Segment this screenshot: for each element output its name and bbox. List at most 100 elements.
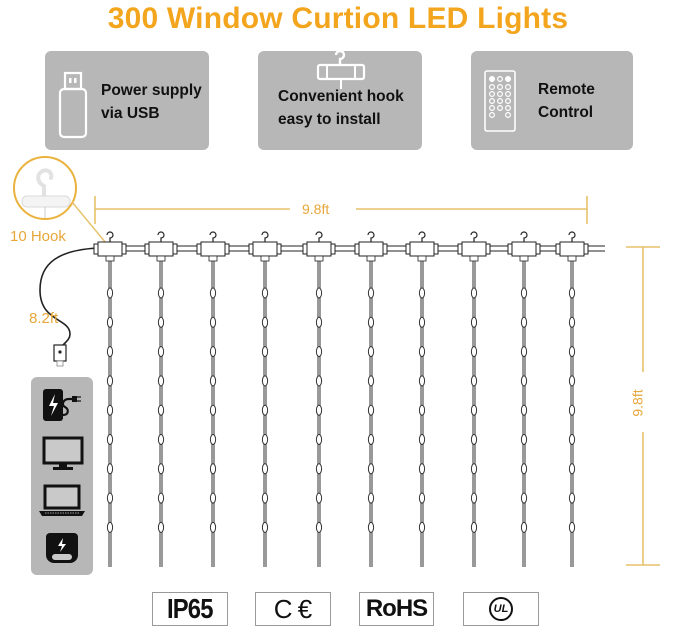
led-bulb	[261, 346, 269, 358]
light-strand	[196, 231, 230, 567]
led-bulb	[209, 434, 217, 445]
feature-usb-power: Power supply via USB	[45, 51, 209, 150]
led-bulb	[209, 492, 217, 504]
led-bulb	[261, 492, 269, 504]
led-bulb	[157, 434, 165, 445]
usb-cable	[39, 247, 99, 353]
led-bulb	[209, 287, 217, 299]
led-bulb	[209, 521, 217, 533]
led-bulb	[315, 316, 323, 328]
led-bulb	[106, 346, 114, 358]
product-title: 300 Window Curtion LED Lights	[107, 2, 569, 35]
led-bulb	[315, 287, 323, 299]
feature-remote-label: Remote Control	[538, 81, 595, 121]
cert-ip65: IP65	[152, 592, 228, 626]
led-bulb	[470, 463, 478, 475]
led-bulb	[470, 434, 478, 445]
hook-icon	[261, 231, 269, 242]
hook-icon	[470, 231, 478, 242]
hook-icon	[520, 231, 528, 242]
led-bulb	[157, 316, 165, 328]
led-bulb	[367, 492, 375, 504]
width-dimension-line	[94, 196, 588, 224]
ul-logo-icon: UL	[489, 597, 513, 621]
led-bulb	[418, 404, 426, 416]
led-bulb	[106, 375, 114, 387]
led-bulb	[520, 346, 528, 358]
led-bulb	[470, 287, 478, 299]
led-bulb	[209, 346, 217, 358]
led-bulb	[106, 316, 114, 328]
led-bulb	[568, 463, 576, 475]
feature-hook-label: Convenient hook easy to install	[278, 88, 404, 128]
light-strand	[144, 231, 178, 567]
led-bulb	[261, 404, 269, 416]
led-bulb	[520, 434, 528, 445]
light-strand	[248, 231, 282, 567]
hook-icon	[157, 231, 165, 242]
led-bulb	[568, 287, 576, 299]
led-bulb	[261, 463, 269, 475]
led-bulb	[568, 492, 576, 504]
light-strand	[457, 231, 491, 567]
led-bulb	[261, 521, 269, 533]
led-bulb	[520, 287, 528, 299]
power-adapter-icon	[43, 389, 81, 421]
led-bulb	[367, 316, 375, 328]
light-strand	[555, 231, 589, 567]
led-bulb	[520, 404, 528, 416]
led-bulb	[470, 375, 478, 387]
led-bulb	[568, 404, 576, 416]
hook-icon	[315, 231, 323, 242]
light-strand	[507, 231, 541, 567]
feature-usb-label: Power supply via USB	[101, 82, 202, 122]
height-label: 9.8ft	[629, 389, 646, 417]
led-bulb	[520, 463, 528, 475]
led-bulb	[568, 375, 576, 387]
cert-ul: UL	[463, 592, 539, 626]
led-bulb	[367, 375, 375, 387]
led-bulb	[520, 316, 528, 328]
hook-icon	[418, 231, 426, 242]
led-bulb	[367, 287, 375, 299]
led-bulb	[315, 434, 323, 445]
led-bulb	[209, 375, 217, 387]
led-bulb	[315, 463, 323, 475]
led-bulb	[157, 492, 165, 504]
light-strand	[302, 231, 336, 567]
led-bulb	[470, 521, 478, 533]
usb-drive-icon	[58, 71, 88, 139]
led-bulb	[315, 375, 323, 387]
power-bank-icon	[46, 533, 78, 563]
hook-callout	[13, 156, 107, 244]
led-bulb	[106, 463, 114, 475]
led-bulb	[520, 375, 528, 387]
usb-plug	[53, 344, 67, 367]
cert-ce: C €	[255, 592, 331, 626]
led-bulb	[315, 404, 323, 416]
light-strand	[405, 231, 439, 567]
led-bulb	[315, 492, 323, 504]
led-bulb	[106, 434, 114, 445]
led-bulb	[209, 463, 217, 475]
feature-remote: Remote Control	[471, 51, 633, 150]
led-bulb	[470, 492, 478, 504]
width-label: 9.8ft	[302, 201, 330, 217]
remote-control-icon	[484, 70, 516, 132]
led-bulb	[367, 346, 375, 358]
led-bulb	[418, 492, 426, 504]
hook-icon	[568, 231, 576, 242]
led-bulb	[367, 434, 375, 445]
monitor-icon	[42, 436, 84, 470]
height-dimension-line	[626, 246, 660, 566]
compatible-devices-panel	[31, 377, 93, 575]
led-bulb	[157, 404, 165, 416]
led-bulb	[367, 463, 375, 475]
light-strand	[354, 231, 388, 567]
hook-count-label: 10 Hook	[10, 228, 66, 245]
led-bulb	[418, 375, 426, 387]
led-bulb	[157, 521, 165, 533]
cert-rohs: RoHS	[359, 592, 434, 626]
led-bulb	[568, 521, 576, 533]
